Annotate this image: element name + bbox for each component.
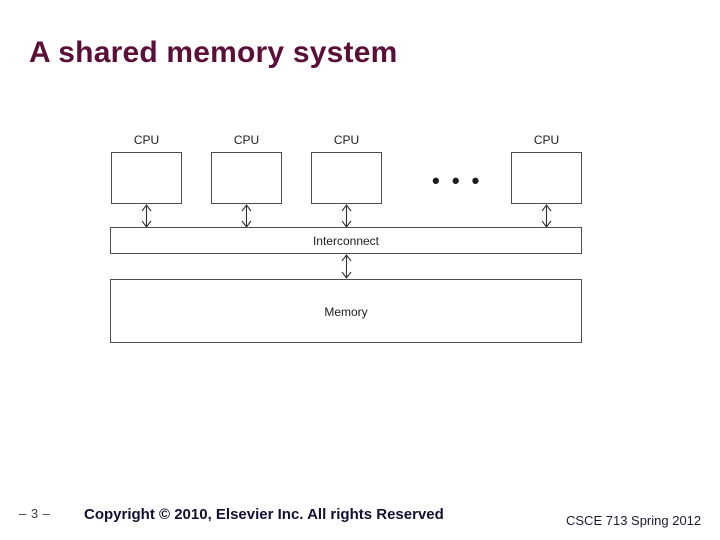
copyright-notice: Copyright © 2010, Elsevier Inc. All righ… — [84, 506, 444, 523]
ellipsis-more-cpus: • • • — [432, 168, 483, 193]
memory-box: Memory — [110, 279, 582, 343]
connector-arrow-cpu-2 — [241, 204, 252, 228]
cpu-label-1: CPU — [133, 133, 160, 147]
connector-arrow-cpu-3 — [341, 204, 352, 228]
shared-memory-diagram: CPU CPU CPU CPU • • • — [110, 133, 582, 343]
cpu-box-2 — [211, 152, 282, 204]
cpu-block-2: CPU — [211, 133, 282, 204]
cpu-label-3: CPU — [333, 133, 360, 147]
cpu-block-3: CPU — [311, 133, 382, 204]
memory-label: Memory — [324, 305, 368, 319]
interconnect-label: Interconnect — [312, 233, 380, 248]
course-footer: CSCE 713 Spring 2012 — [566, 513, 702, 528]
connector-arrow-cpu-1 — [141, 204, 152, 228]
cpu-label-2: CPU — [233, 133, 260, 147]
cpu-box-4 — [511, 152, 582, 204]
cpu-box-1 — [111, 152, 182, 204]
cpu-block-4: CPU — [511, 133, 582, 204]
cpu-label-4: CPU — [533, 133, 560, 147]
cpu-block-1: CPU — [111, 133, 182, 204]
page-number: – 3 – — [19, 506, 51, 521]
connector-arrow-memory — [341, 254, 352, 279]
page-title: A shared memory system — [29, 36, 398, 69]
cpu-box-3 — [311, 152, 382, 204]
interconnect-bar: Interconnect — [110, 227, 582, 254]
connector-arrow-cpu-4 — [541, 204, 552, 228]
